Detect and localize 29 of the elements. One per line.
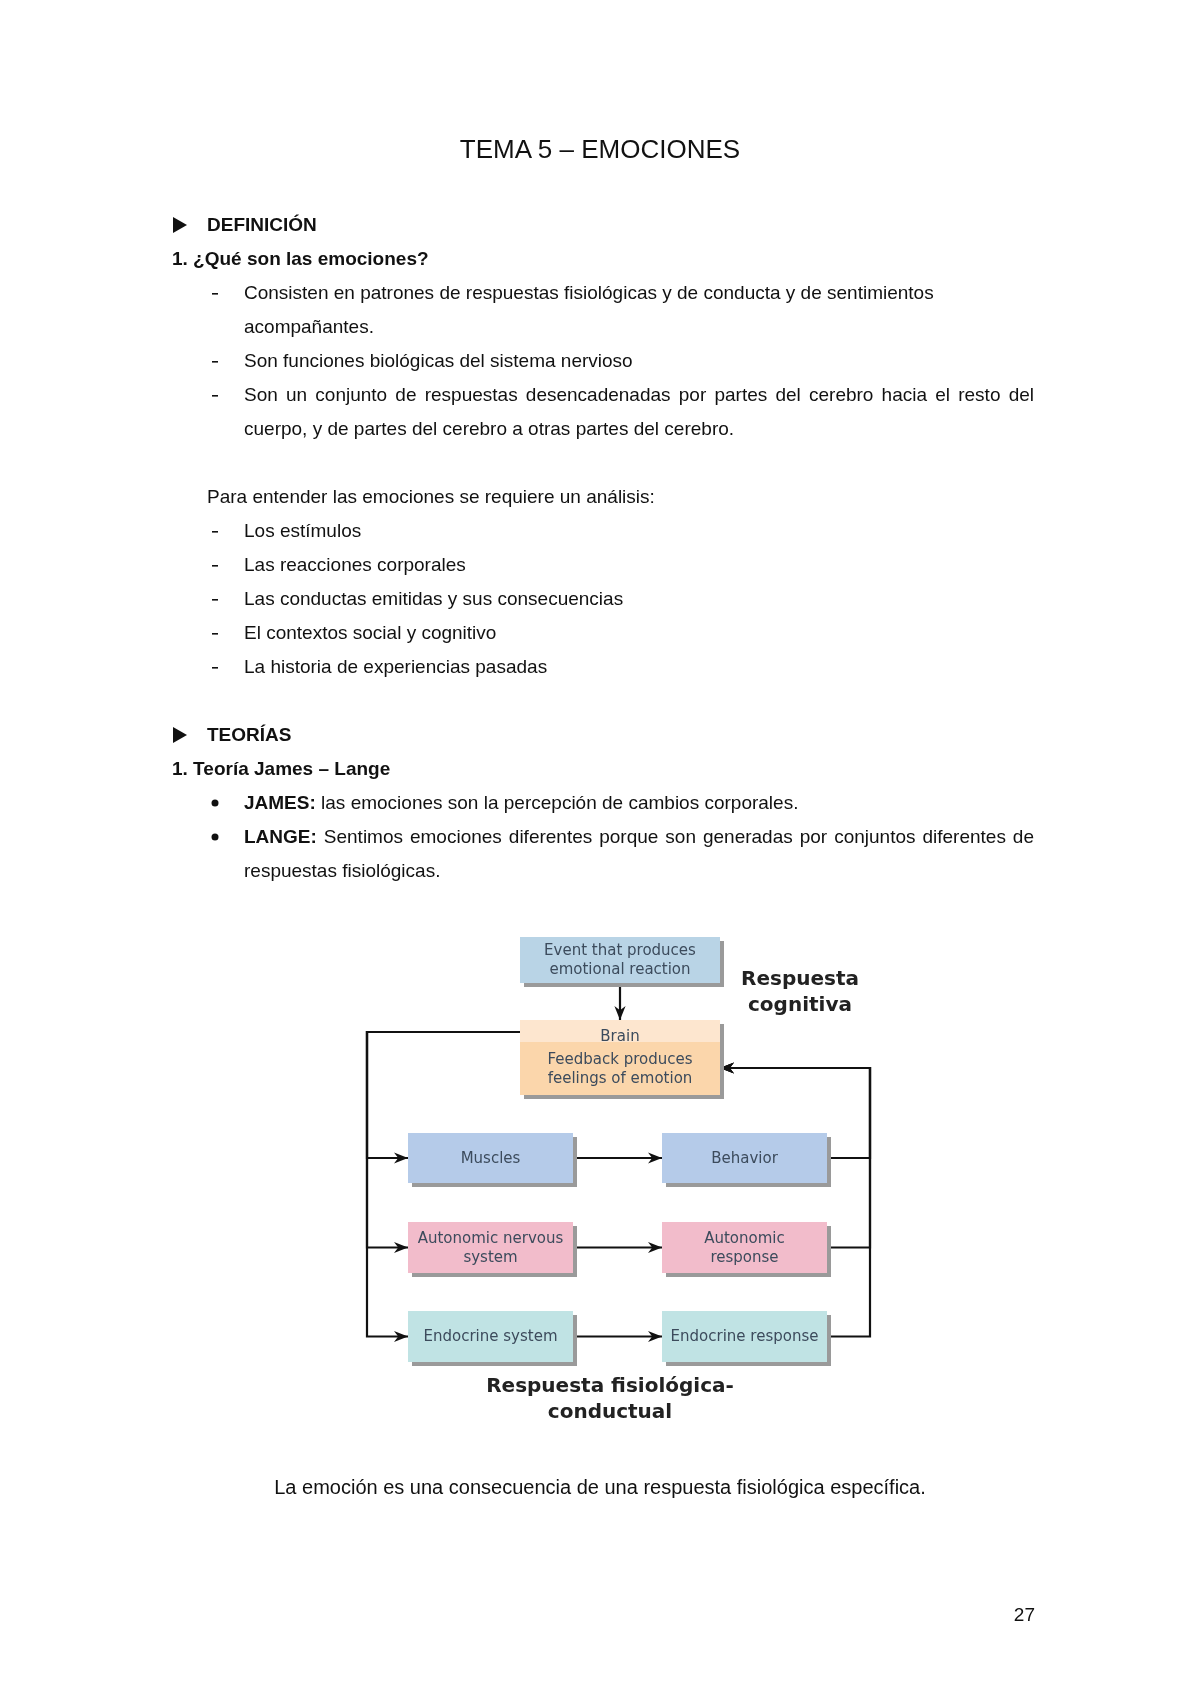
subheading: 1. ¿Qué son las emociones? <box>172 247 429 271</box>
node-text: Endocrine response <box>670 1327 819 1346</box>
caption: La emoción es una consecuencia de una respuesta fisiológica específica. <box>273 1475 927 1500</box>
page-title: TEMA 5 – EMOCIONES <box>458 133 742 166</box>
diagram-label: Respuesta fisiológica-conductual <box>485 1372 735 1424</box>
node-text: Feedback produces feelings of emotion <box>546 1050 694 1088</box>
list-item: El contextos social y cognitivo <box>244 621 498 645</box>
list-item: Son un conjunto de respuestas desencadenadas por partes del cerebro hacia el resto del cuerpo, y de partes del cerebro a otras partes del cerebro. <box>244 383 1034 441</box>
list-item: Consisten en patrones de respuestas fisiológicas y de conducta y de sentimientos acompañantes. <box>244 281 935 339</box>
list-item: JAMES: las emociones son la percepción de cambios corporales. <box>244 791 800 815</box>
node-text: Endocrine system <box>423 1327 558 1346</box>
list-item: Las conductas emitidas y sus consecuencias <box>244 587 625 611</box>
list-item: LANGE: Sentimos emociones diferentes porque son generadas por conjuntos diferentes de respuestas fisiológicas. <box>244 825 1034 883</box>
diagram-label: Respuesta cognitiva <box>740 965 860 1017</box>
list-item: La historia de experiencias pasadas <box>244 655 549 679</box>
subheading: 1. Teoría James – Lange <box>172 757 391 781</box>
paragraph: Para entender las emociones se requiere un análisis: <box>207 485 655 509</box>
node-text: Brain <box>600 1027 640 1046</box>
section-heading: DEFINICIÓN <box>207 213 317 237</box>
section-heading: TEORÍAS <box>207 723 292 747</box>
node-text: Autonomic nervous system <box>416 1228 565 1267</box>
list-item: Los estímulos <box>244 519 363 543</box>
node-text: Autonomic response <box>703 1228 786 1267</box>
node-text: Muscles <box>460 1148 521 1168</box>
page-number: 27 <box>1012 1603 1035 1627</box>
node-text: Event that produces emotional reaction <box>543 941 697 979</box>
list-item: Son funciones biológicas del sistema nervioso <box>244 349 634 373</box>
node-text: Behavior <box>711 1148 778 1168</box>
list-item: Las reacciones corporales <box>244 553 467 577</box>
